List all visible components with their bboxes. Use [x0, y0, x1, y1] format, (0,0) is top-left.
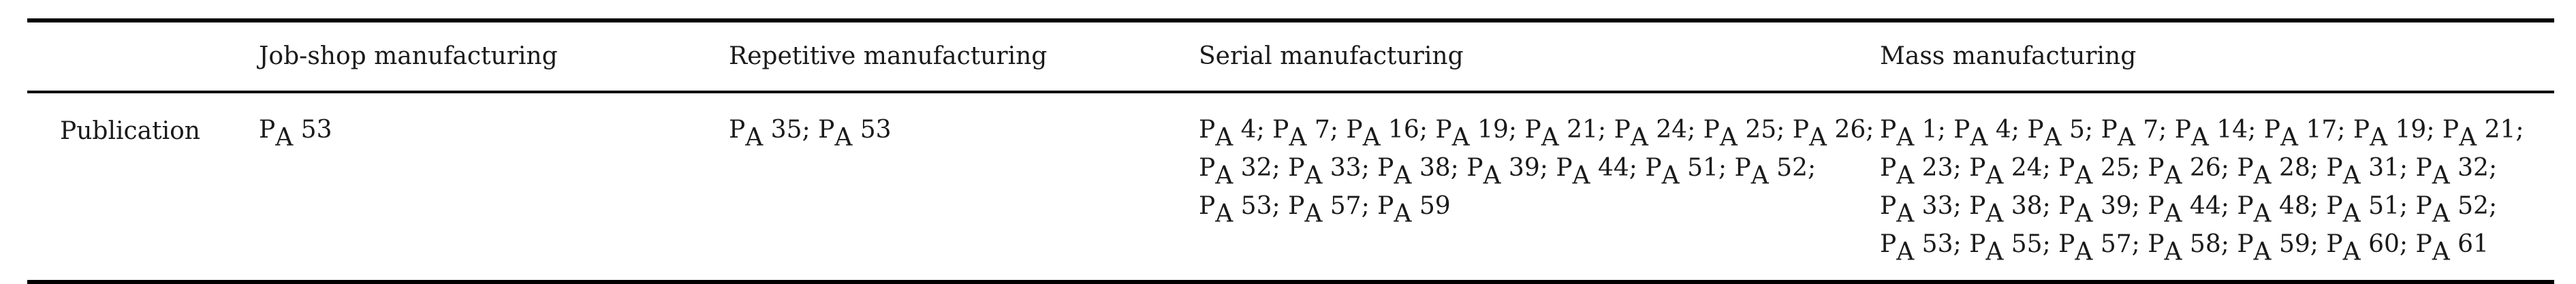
- publication-ref: PA 26;: [2148, 154, 2229, 190]
- cell-repetitive-publications: PA 35; PA 53: [729, 111, 1199, 152]
- publication-ref: PA 7;: [1272, 116, 1338, 152]
- table-top-rule: [27, 18, 2554, 22]
- publication-ref: PA 1;: [1880, 116, 1946, 152]
- publication-ref: PA 53: [259, 116, 332, 152]
- publication-ref: PA 38;: [1377, 154, 1459, 190]
- header-serial: Serial manufacturing: [1199, 42, 1464, 70]
- publication-ref: PA 53;: [1199, 192, 1281, 228]
- header-repetitive: Repetitive manufacturing: [729, 42, 1048, 70]
- publication-ref: PA 19;: [1435, 116, 1518, 152]
- publication-ref: PA 28;: [2237, 154, 2319, 190]
- publication-ref: PA 24;: [1969, 154, 2051, 190]
- publication-ref: PA 61: [2415, 230, 2489, 266]
- publication-ref: PA 25;: [1703, 116, 1785, 152]
- publication-ref: PA 21;: [2442, 116, 2524, 152]
- publication-ref: PA 24;: [1614, 116, 1696, 152]
- row-label-publication: Publication: [60, 117, 200, 145]
- publication-ref: PA 16;: [1346, 116, 1428, 152]
- publication-ref: PA 17;: [2263, 116, 2346, 152]
- publication-ref: PA 55;: [1969, 230, 2051, 266]
- publication-ref: PA 5;: [2027, 116, 2094, 152]
- publication-ref: PA 57;: [1288, 192, 1370, 228]
- publication-table: Job-shop manufacturing Repetitive manufa…: [27, 18, 2554, 284]
- table-header-rule: [27, 91, 2554, 93]
- publication-ref: PA 31;: [2326, 154, 2408, 190]
- table-row-publication: Publication PA 53 PA 35; PA 53 PA 4; PA …: [27, 93, 2554, 280]
- publication-ref: PA 26;: [1792, 116, 1874, 152]
- publication-ref: PA 14;: [2174, 116, 2257, 152]
- publication-ref: PA 51;: [1645, 154, 1727, 190]
- publication-ref: PA 39;: [1466, 154, 1548, 190]
- publication-ref: PA 38;: [1969, 192, 2051, 228]
- publication-ref: PA 60;: [2326, 230, 2408, 266]
- publication-ref: PA 51;: [2326, 192, 2408, 228]
- publication-ref: PA 57;: [2058, 230, 2140, 266]
- publication-ref: PA 53;: [1880, 230, 1962, 266]
- publication-ref: PA 32;: [2415, 154, 2498, 190]
- publication-ref: PA 52;: [1734, 154, 1817, 190]
- publication-ref: PA 23;: [1880, 154, 1962, 190]
- publication-ref: PA 52;: [2415, 192, 2498, 228]
- publication-ref: PA 4;: [1199, 116, 1265, 152]
- publication-ref: PA 32;: [1199, 154, 1281, 190]
- cell-serial-publications: PA 4; PA 7; PA 16; PA 19; PA 21; PA 24; …: [1199, 111, 1880, 228]
- header-job-shop: Job-shop manufacturing: [259, 42, 558, 70]
- publication-ref: PA 53: [818, 116, 892, 152]
- publication-ref: PA 7;: [2101, 116, 2167, 152]
- publication-ref: PA 59;: [2237, 230, 2319, 266]
- publication-ref: PA 39;: [2058, 192, 2140, 228]
- publication-ref: PA 21;: [1524, 116, 1607, 152]
- publication-ref: PA 44;: [1556, 154, 1637, 190]
- publication-ref: PA 35;: [729, 116, 811, 152]
- header-mass: Mass manufacturing: [1880, 42, 2137, 70]
- publication-ref: PA 4;: [1953, 116, 2020, 152]
- cell-mass-publications: PA 1; PA 4; PA 5; PA 7; PA 14; PA 17; PA…: [1880, 111, 2554, 264]
- publication-ref: PA 59: [1377, 192, 1451, 228]
- publication-ref: PA 58;: [2148, 230, 2229, 266]
- publication-ref: PA 33;: [1880, 192, 1962, 228]
- publication-ref: PA 25;: [2058, 154, 2140, 190]
- publication-ref: PA 19;: [2353, 116, 2435, 152]
- publication-ref: PA 48;: [2237, 192, 2319, 228]
- table-bottom-rule: [27, 280, 2554, 284]
- publication-ref: PA 33;: [1288, 154, 1370, 190]
- cell-job-shop-publications: PA 53: [259, 111, 729, 152]
- table-header-row: Job-shop manufacturing Repetitive manufa…: [27, 22, 2554, 91]
- publication-ref: PA 44;: [2148, 192, 2229, 228]
